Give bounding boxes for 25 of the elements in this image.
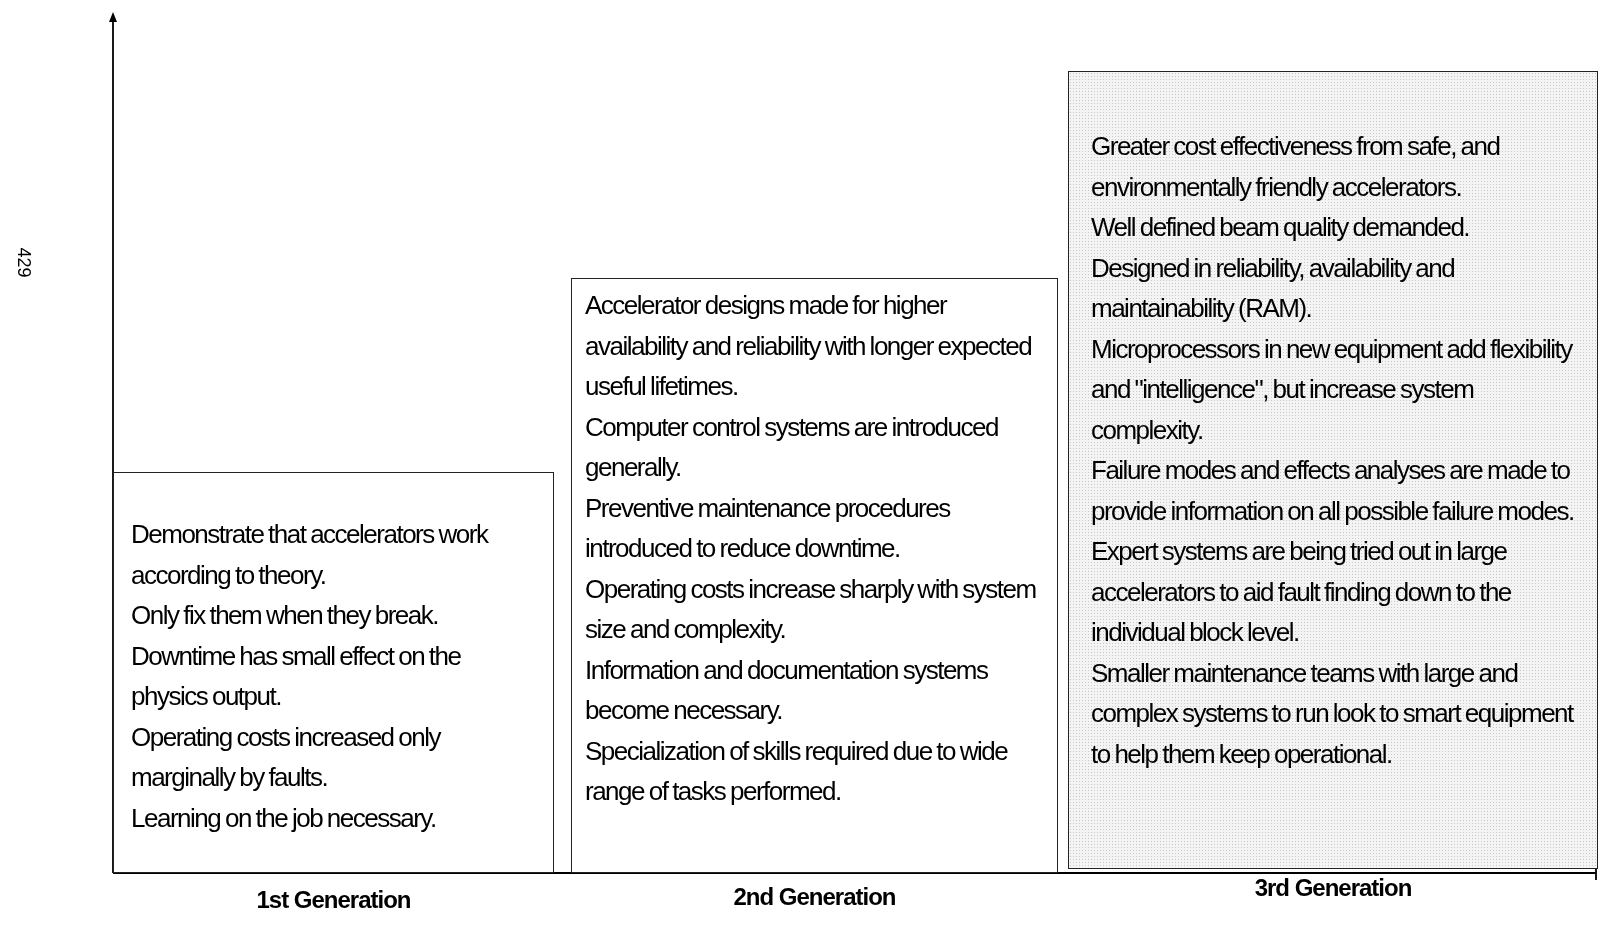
description-text: Operating costs increase sharply with system size and complexity. [585, 572, 1037, 646]
description-text: Only fix them when they break. [131, 599, 439, 632]
description-text: Learning on the job necessary. [131, 801, 437, 835]
description-text: Designed in reliability, availability and maintainability (RAM). [1091, 251, 1456, 325]
text-box [571, 278, 1058, 873]
description-text: Information and documentation systems become necessary. [585, 653, 989, 727]
description-text: Demonstrate that accelerators work according to theory. [131, 518, 490, 592]
generation-label: 3rd Generation [1253, 874, 1413, 902]
generation-label: 2nd Generation [732, 883, 897, 911]
description-text: Smaller maintenance teams with large and complex systems to run look to smart equipment to help them keep operational. [1091, 656, 1575, 771]
text-box [113, 472, 554, 873]
description-text: Downtime has small effect on the physics output. [131, 639, 462, 713]
generation-label: 1st Generation [255, 886, 412, 914]
text-box [1068, 71, 1598, 869]
description-text: Operating costs increased only marginally by faults. [131, 720, 442, 794]
description-text: Greater cost effectiveness from safe, and environmentally friendly accelerators. [1091, 130, 1501, 204]
description-text: Well defined beam quality demanded. [1091, 211, 1471, 244]
page-number: 429 [12, 247, 34, 278]
description-text: Microprocessors in new equipment add flexibility and "intelligence", but increase system complexity. [1091, 332, 1574, 447]
description-text: Accelerator designs made for higher availability and reliability with longer expected useful lifetimes. [585, 289, 1033, 403]
description-text: Preventive maintenance procedures introduced to reduce downtime. [585, 491, 952, 565]
description-text: Failure modes and effects analyses are made to provide information on all possible failure modes. [1091, 454, 1575, 528]
description-text: Specialization of skills required due to wide range of tasks performed. [585, 734, 1009, 808]
description-text: Computer control systems are introduced generally. [585, 410, 999, 484]
description-text: Expert systems are being tried out in large accelerators to aid fault finding down to the individual block level. [1091, 535, 1512, 649]
